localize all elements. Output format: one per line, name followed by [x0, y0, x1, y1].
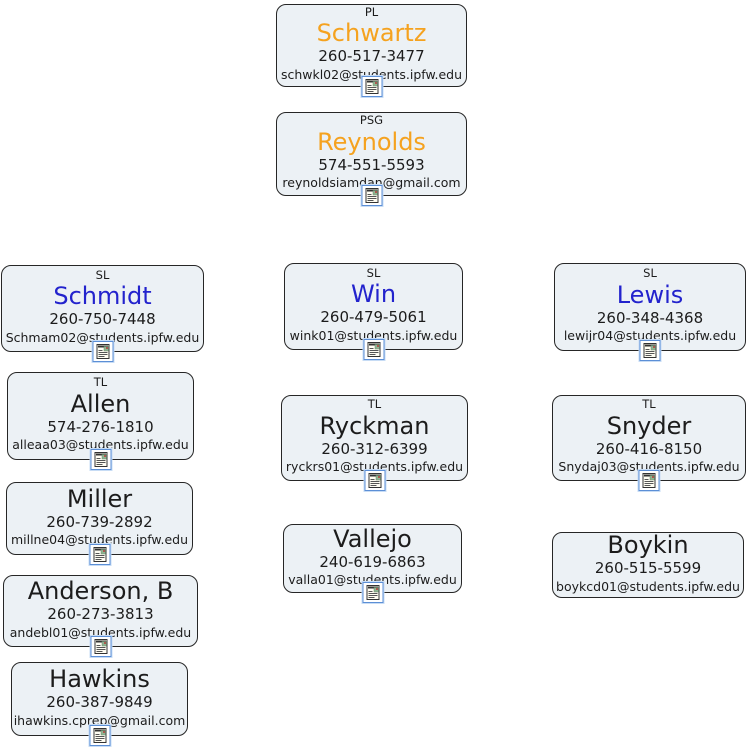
notes-icon-glyph [96, 344, 109, 359]
notes-icon[interactable] [363, 469, 386, 492]
notes-icon[interactable] [361, 581, 384, 604]
card-name: Boykin [607, 531, 689, 560]
card-name: Schmidt [53, 282, 152, 311]
notes-icon[interactable] [88, 543, 111, 566]
card-name: Vallejo [333, 524, 412, 553]
notes-icon-glyph [366, 585, 379, 600]
card-phone: 260-515-5599 [594, 559, 702, 578]
notes-icon-glyph [94, 639, 107, 654]
card-email: Schmam02@students.ipfw.edu [5, 329, 200, 345]
org-chart-card-schmidt[interactable]: SL Schmidt 260-750-7448 Schmam02@student… [1, 265, 204, 363]
notes-icon[interactable] [89, 635, 112, 658]
card-email: Snydaj03@students.ipfw.edu [558, 459, 740, 475]
card-email: reynoldsiamdan@gmail.com [282, 175, 461, 191]
org-chart-card-hawkins[interactable]: Hawkins 260-387-9849 ihawkins.cprep@gmai… [11, 662, 188, 747]
notes-icon-glyph [365, 188, 378, 203]
notes-icon-glyph [93, 547, 106, 562]
card-name: Lewis [616, 280, 684, 309]
card-name: Ryckman [319, 411, 430, 440]
org-chart-card-win[interactable]: SL Win 260-479-5061 wink01@students.ipfw… [284, 263, 463, 361]
card-name: Snyder [606, 411, 692, 440]
org-chart-card-vallejo[interactable]: Vallejo 240-619-6863 valla01@students.ip… [283, 524, 462, 604]
card-role-label: TL [93, 375, 108, 390]
card-phone: 260-750-7448 [49, 310, 156, 329]
card-phone: 574-551-5593 [318, 155, 425, 174]
card-role-label: SL [366, 265, 381, 280]
notes-icon[interactable] [638, 339, 662, 362]
card-name: Allen [70, 389, 131, 418]
org-chart-card-miller[interactable]: Miller 260-739-2892 millne04@students.ip… [6, 482, 193, 566]
org-chart-card-snyder[interactable]: TL Snyder 260-416-8150 Snydaj03@students… [552, 395, 746, 492]
org-chart-card-anderson-b[interactable]: Anderson, B 260-273-3813 andebl01@studen… [3, 575, 198, 658]
card-phone: 260-273-3813 [47, 605, 154, 624]
card-email: alleaa03@students.ipfw.edu [12, 437, 189, 453]
org-chart-card-lewis[interactable]: SL Lewis 260-348-4368 lewijr04@students.… [554, 263, 746, 362]
card-email: boykcd01@students.ipfw.edu [556, 578, 740, 594]
card-role-label: PSG [359, 113, 384, 128]
card-email: ihawkins.cprep@gmail.com [13, 712, 186, 728]
card-name: Win [350, 280, 397, 309]
card-phone: 260-348-4368 [596, 308, 704, 327]
card-name: Miller [66, 484, 133, 513]
card-email: millne04@students.ipfw.edu [10, 532, 189, 548]
notes-icon-glyph [365, 79, 378, 94]
card-phone: 574-276-1810 [47, 417, 154, 436]
notes-icon-glyph [642, 473, 656, 488]
org-chart-card-reynolds[interactable]: PSG Reynolds 574-551-5593 reynoldsiamdan… [276, 112, 467, 207]
card-role-label: TL [367, 397, 382, 412]
card-phone: 260-479-5061 [320, 308, 427, 327]
notes-icon[interactable] [89, 448, 112, 471]
notes-icon[interactable] [360, 184, 383, 207]
card-phone: 260-517-3477 [318, 47, 425, 66]
notes-icon-glyph [643, 343, 657, 358]
notes-icon[interactable] [360, 75, 383, 98]
card-email: lewijr04@students.ipfw.edu [563, 328, 737, 344]
card-role-label: PL [364, 4, 379, 19]
notes-icon-glyph [94, 452, 107, 467]
card-name: Schwartz [316, 19, 427, 48]
card-name: Hawkins [49, 665, 150, 694]
notes-icon[interactable] [88, 724, 111, 747]
notes-icon-glyph [367, 342, 380, 357]
card-email: wink01@students.ipfw.edu [289, 327, 458, 343]
card-phone: 260-739-2892 [46, 512, 153, 531]
card-role-label: TL [642, 397, 656, 412]
card-role-label: SL [95, 267, 110, 282]
notes-icon-glyph [368, 473, 381, 488]
notes-icon[interactable] [91, 340, 114, 363]
card-phone: 260-312-6399 [321, 439, 428, 458]
org-chart-card-schwartz[interactable]: PL Schwartz 260-517-3477 schwkl02@studen… [276, 4, 467, 98]
card-email: valla01@students.ipfw.edu [288, 572, 457, 588]
notes-icon-glyph [93, 728, 106, 743]
card-phone: 240-619-6863 [319, 552, 426, 571]
card-email: ryckrs01@students.ipfw.edu [285, 459, 464, 475]
notes-icon[interactable] [637, 469, 661, 492]
notes-icon[interactable] [362, 338, 385, 361]
org-chart-card-boykin[interactable]: Boykin 260-515-5599 boykcd01@students.ip… [552, 532, 744, 598]
card-email: andebl01@students.ipfw.edu [9, 624, 192, 640]
card-phone: 260-416-8150 [595, 439, 703, 458]
card-name: Reynolds [317, 127, 426, 156]
card-role-label: SL [643, 266, 657, 281]
card-name: Anderson, B [27, 577, 174, 606]
card-email: schwkl02@students.ipfw.edu [280, 66, 463, 82]
card-phone: 260-387-9849 [46, 693, 153, 712]
org-chart-card-allen[interactable]: TL Allen 574-276-1810 alleaa03@students.… [7, 372, 194, 471]
org-chart-card-ryckman[interactable]: TL Ryckman 260-312-6399 ryckrs01@student… [281, 395, 468, 492]
